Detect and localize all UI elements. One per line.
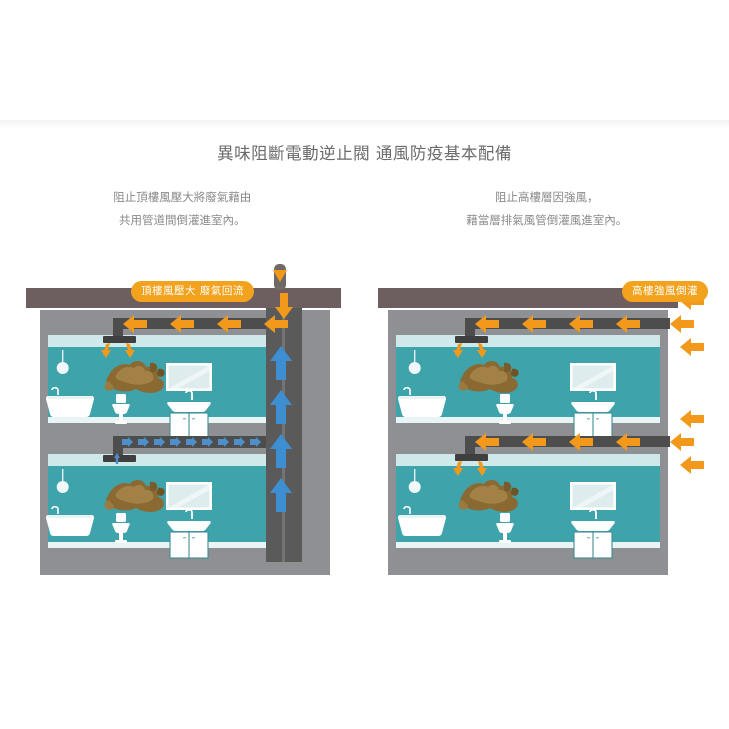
ceiling-vent-upper-left [103, 336, 136, 343]
left-upper-duct [103, 318, 288, 343]
left-arrow-icon [680, 338, 704, 356]
subtitle-right: 阻止高樓層因強風， 藉當層排氣風管倒灌風進室內。 [365, 186, 729, 232]
diagram-left: 頂樓風壓大 廢氣回流 [18, 262, 368, 607]
badge-right: 高樓強風倒灌 [622, 281, 708, 302]
mirror-icon [166, 482, 212, 510]
subtitle-right-line2: 藉當層排氣風管倒灌風進室內。 [466, 213, 628, 227]
right-building-illustration [378, 288, 704, 575]
diagram-right: 高樓強風倒灌 [370, 262, 720, 607]
left-building-illustration [26, 262, 341, 575]
vent-down-arrows-upper-right [453, 343, 487, 358]
page-title: 異味阻斷電動逆止閥 通風防疫基本配備 [217, 144, 512, 163]
badge-left: 頂樓風壓大 廢氣回流 [131, 281, 254, 302]
left-lower-duct [103, 436, 288, 464]
vent-down-arrows-upper-left [101, 343, 135, 358]
ceiling-vent-upper-right [455, 336, 488, 343]
ceiling-vent-lower-left [103, 455, 136, 462]
top-divider [0, 120, 729, 130]
roof-slab-right [378, 288, 678, 308]
wind-arrows-lower-right [670, 410, 704, 474]
left-arrow-icon [680, 410, 704, 428]
mirror-icon [570, 363, 616, 391]
subtitle-left: 阻止頂樓風壓大將廢氣藉由 共用管道間倒灌進室內。 [0, 186, 365, 232]
subtitle-left-line2: 共用管道間倒灌進室內。 [119, 213, 246, 227]
mirror-icon [570, 482, 616, 510]
subtitle-row: 阻止頂樓風壓大將廢氣藉由 共用管道間倒灌進室內。 阻止高樓層因強風， 藉當層排氣… [0, 186, 729, 232]
diagram-row: 頂樓風壓大 廢氣回流 [0, 262, 729, 607]
left-arrow-icon [670, 433, 694, 451]
ceiling-vent-lower-right [455, 454, 488, 461]
subtitle-left-line1: 阻止頂樓風壓大將廢氣藉由 [113, 190, 252, 204]
shared-riser-shaft-left [266, 308, 302, 562]
right-upper-floor [396, 335, 660, 432]
left-arrow-icon [680, 456, 704, 474]
right-lower-floor [396, 454, 668, 562]
right-upper-duct [455, 318, 670, 343]
right-lower-duct [455, 436, 670, 461]
vent-down-arrows-lower-right [453, 461, 487, 476]
subtitle-right-line1: 阻止高樓層因強風， [495, 190, 599, 204]
mirror-icon [166, 363, 212, 391]
rooftop-wind-arrows-left [273, 262, 287, 282]
left-arrow-icon [670, 315, 694, 333]
